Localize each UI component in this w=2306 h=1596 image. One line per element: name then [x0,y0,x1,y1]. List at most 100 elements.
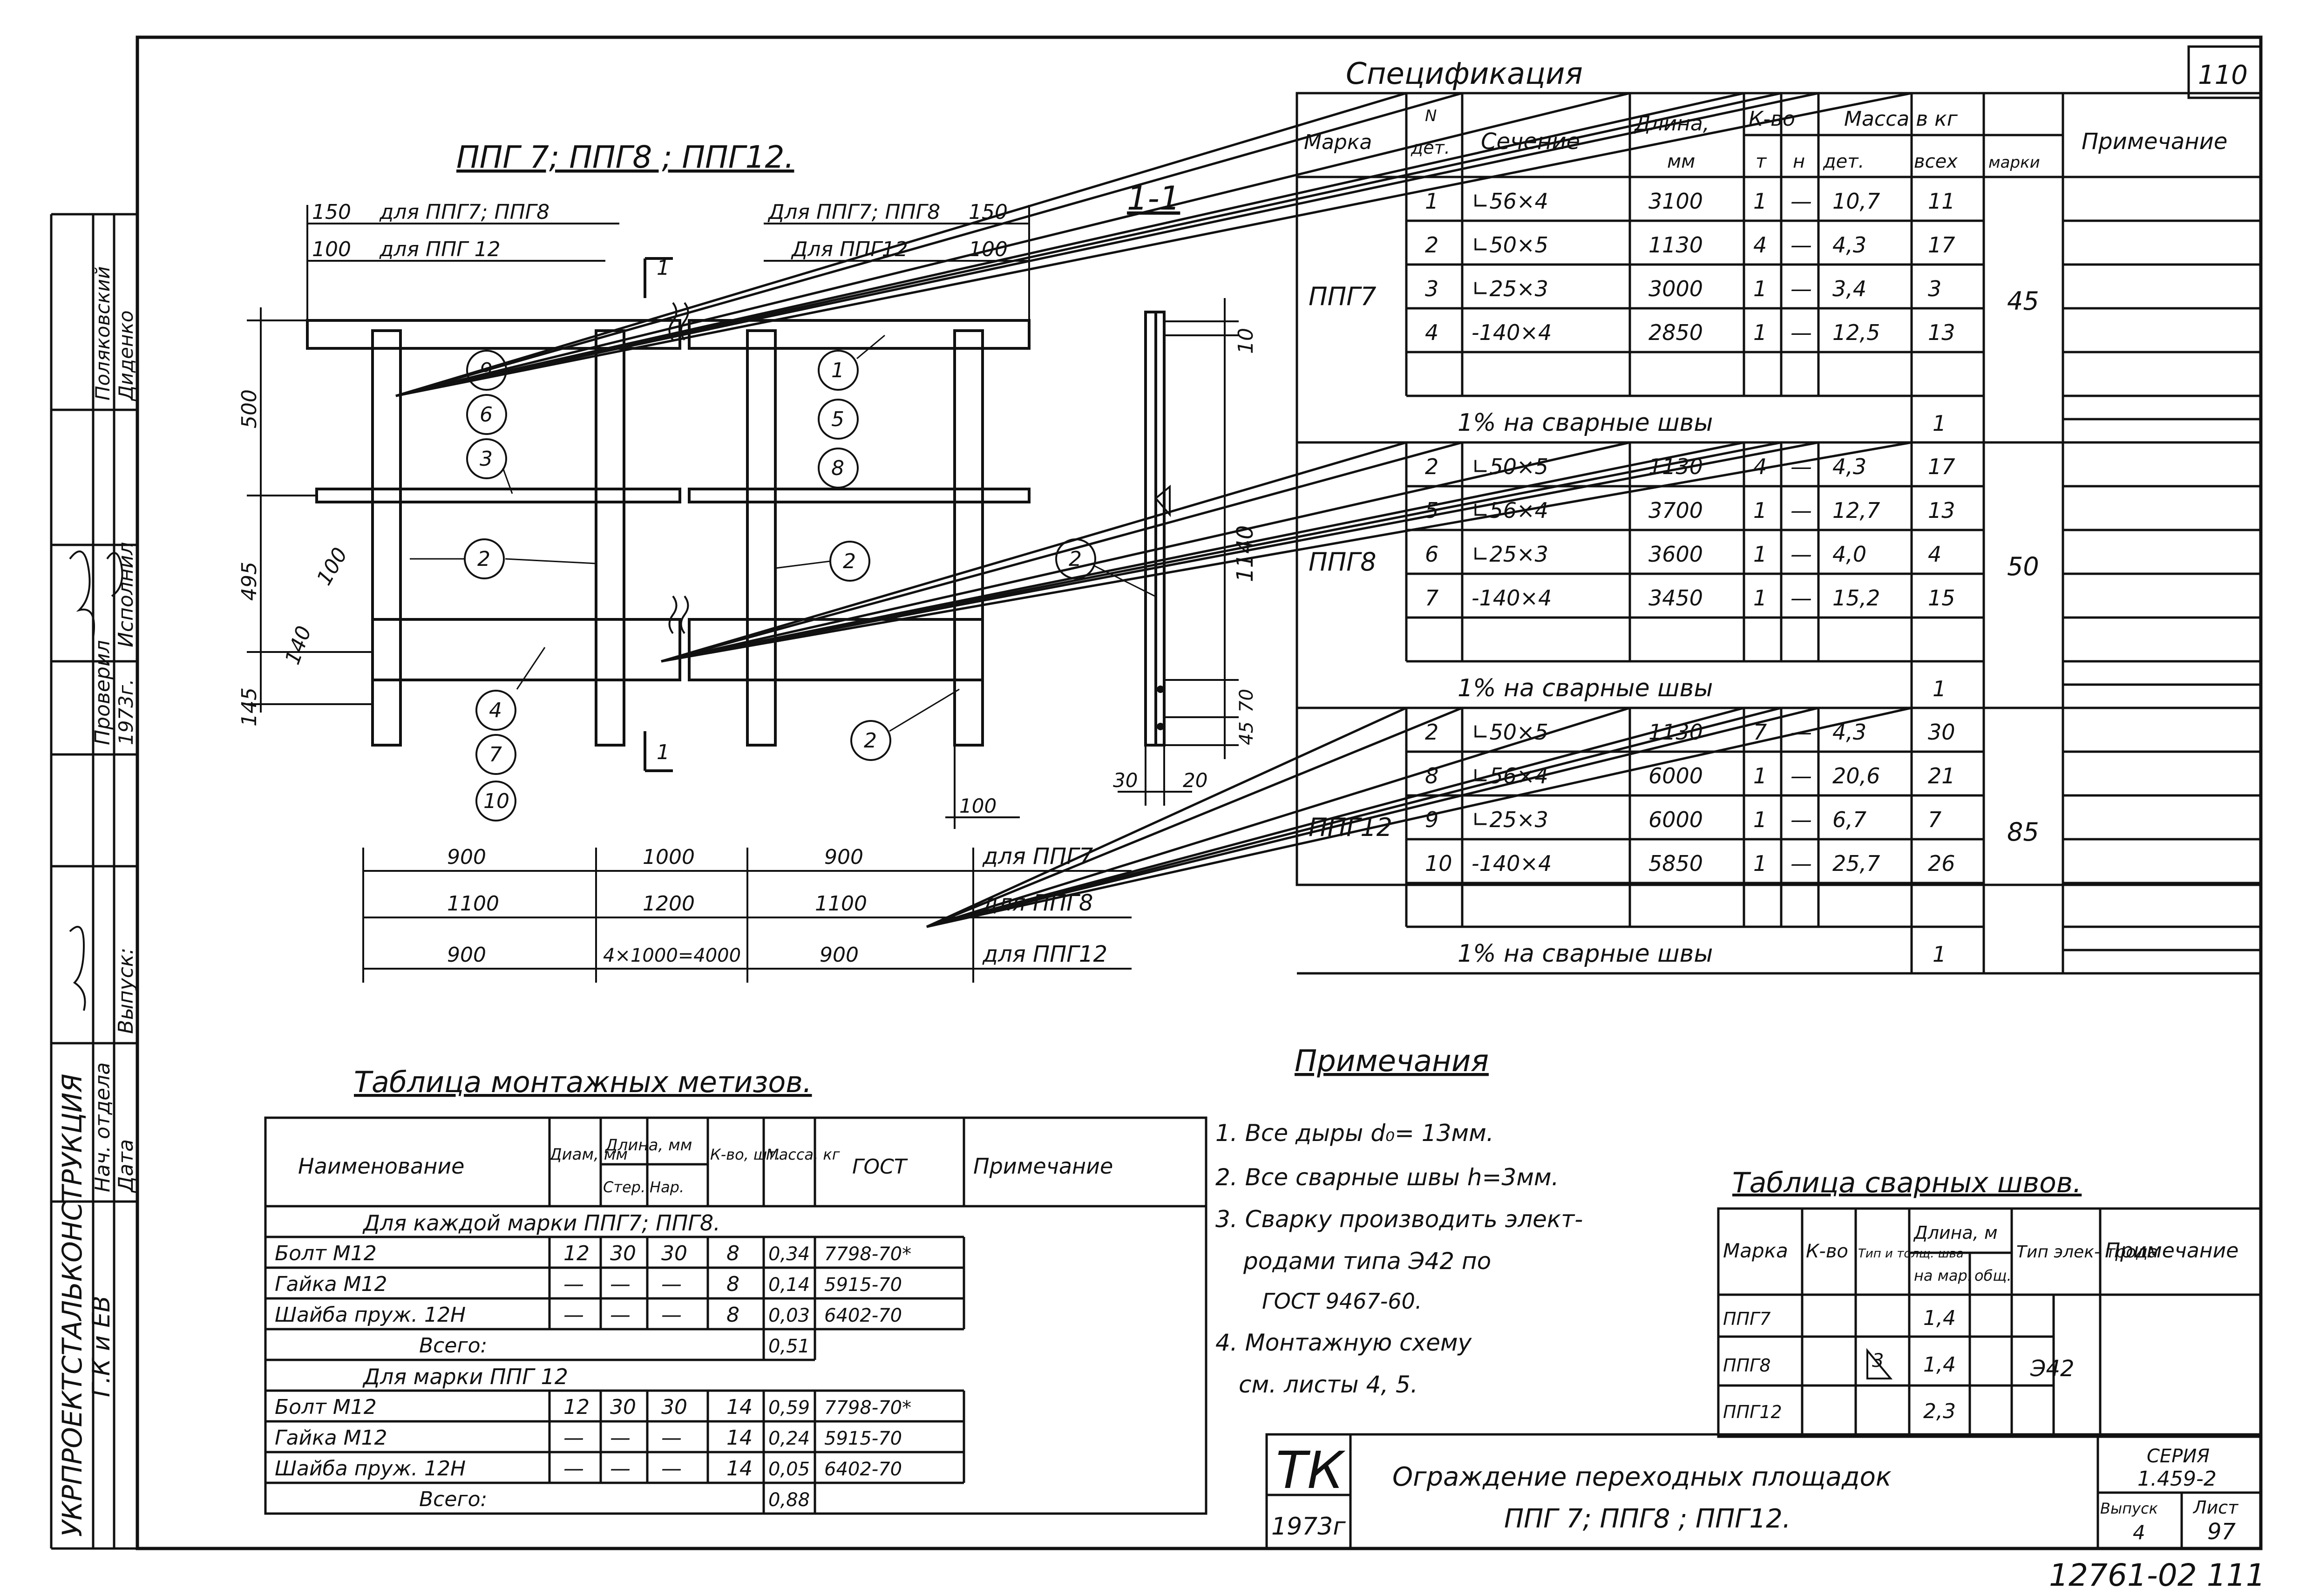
hw-row-1-0-st: 30 [610,1395,636,1419]
spec-row-1-1-all: 13 [1928,498,1955,523]
weld-table: Таблица сварных швов. Марка К-во Тип и т… [1717,1167,2262,1438]
hw-row-0-2-st: — [610,1303,631,1327]
vdim-140: 140 [280,623,316,667]
specification-table: Спецификация МаркаNдет.СечениеДлина,ммК-… [395,57,2262,975]
hw-row-1-2-qty: 14 [726,1457,753,1481]
spec-row-0-3-n: 4 [1425,320,1438,345]
spec-mark-1: ППГ8 [1309,547,1377,577]
hdim-ppg8-1: 1100 [447,892,499,916]
side-role-made: Исполнил [114,542,138,647]
callout-8: 8 [831,456,844,480]
sheet-number: 110 [2198,60,2248,90]
spec-row-0-1-t: 4 [1753,232,1767,258]
weld-h-type: Тип и толщ. шва [1858,1247,1964,1261]
spec-row-2-0-h: — [1791,720,1812,745]
spec-row-2-2-section: ∟25×3 [1472,807,1548,832]
spec-row-2-1-t: 1 [1753,763,1767,788]
side-role-checked: Проверил [91,640,115,745]
callout-6: 6 [480,403,493,427]
spec-h-mass-all: всех [1914,151,1958,172]
spec-h-mark: Марка [1304,130,1372,154]
side-dept: Г.К и ЕВ [88,1296,115,1397]
spec-mass-mark-0: 45 [2007,286,2039,316]
hw-section-title-0: Для каждой марки ППГ7; ППГ8. [362,1210,720,1236]
weld-row-len-3: 2,3 [1923,1399,1956,1423]
spec-weld-2: 1% на сварные швы [1458,940,1713,968]
weld-h-qty: К-во [1806,1241,1848,1262]
weld-title: Таблица сварных швов. [1732,1167,2082,1199]
spec-row-0-3-all: 13 [1928,320,1955,345]
spec-h-mass: Масса в кг [1844,107,1958,131]
spec-row-1-1-det: 12,7 [1832,498,1880,523]
spec-row-2-2-n: 9 [1425,807,1438,832]
side-year: 1973г. [115,679,137,745]
hdim-ppg12-1: 900 [447,943,486,967]
spec-row-1-0-n: 2 [1425,454,1438,479]
spec-row-1-0-section: ∟50×5 [1472,454,1548,479]
side-role-head: Нач. отдела [91,1062,115,1192]
spec-weld-val-2: 1 [1933,942,1946,967]
spec-row-1-3-n: 7 [1425,585,1438,611]
spec-row-2-1-det: 20,6 [1832,763,1880,788]
tb-series: 1.459-2 [2137,1467,2217,1491]
hw-row-1-2-mass: 0,05 [768,1459,810,1480]
spec-row-2-1-h: — [1791,763,1812,788]
spec-row-2-3-det: 25,7 [1832,851,1880,876]
bottom-number: 12761-02 111 [2049,1557,2265,1593]
hw-row-1-2-diam: — [563,1457,584,1481]
top-right-text-1: Для ППГ7; ППГ8 [767,200,940,224]
tb-logo: ТК [1276,1440,1346,1500]
hw-row-1-0-qty: 14 [726,1395,753,1419]
spec-row-1-1-length: 3700 [1648,498,1703,523]
hw-row-0-2-name: Шайба пруж. 12Н [275,1303,466,1327]
spec-row-1-2-t: 1 [1753,542,1767,567]
spec-row-1-3-t: 1 [1753,585,1767,611]
spec-row-1-0-det: 4,3 [1832,454,1866,479]
spec-row-0-0-t: 1 [1753,189,1767,214]
spec-h-qty: К-во [1749,107,1795,131]
main-view: ППГ 7; ППГ8 ; ППГ12. 1 1 [237,139,1132,983]
spec-row-0-3-length: 2850 [1648,320,1703,345]
spec-row-1-3-h: — [1791,585,1812,611]
spec-row-0-1-length: 1130 [1648,232,1703,258]
hw-row-0-0-name: Болт М12 [275,1242,377,1265]
hdim-ppg8-2: 1200 [643,892,695,916]
hw-row-1-1-name: Гайка М12 [275,1426,387,1450]
weld-h-length-sub1: на мар. [1914,1267,1972,1284]
spec-row-1-2-det: 4,0 [1832,542,1866,567]
spec-h-note: Примечание [2082,129,2227,155]
spec-row-0-0-length: 3100 [1648,189,1703,214]
spec-row-2-0-section: ∟50×5 [1472,720,1548,745]
spec-row-2-3-h: — [1791,851,1812,876]
spec-h-n: N [1425,107,1437,125]
main-view-title: ППГ 7; ППГ8 ; ППГ12. [456,139,794,175]
spec-title: Спецификация [1346,57,1583,91]
spec-row-0-3-det: 12,5 [1832,320,1880,345]
spec-weld-0: 1% на сварные швы [1458,409,1713,437]
hw-row-1-2-gost: 6402-70 [824,1459,902,1480]
hw-row-1-1-nar: — [661,1426,682,1450]
spec-row-0-2-n: 3 [1425,276,1438,301]
weld-h-note: Примечание [2105,1239,2238,1263]
spec-row-1-0-t: 4 [1753,454,1767,479]
weld-fillet-symbol [1866,1348,1893,1379]
hw-row-0-1-qty: 8 [726,1272,739,1296]
weld-h-mark: Марка [1723,1239,1788,1262]
hw-row-1-2-nar: — [661,1457,682,1481]
weld-type-value: 3 [1872,1350,1884,1372]
top-left-text-1: для ППГ7; ППГ8 [379,200,549,224]
callout-2-bottom: 2 [864,729,877,753]
spec-row-1-3-section: -140×4 [1472,585,1552,611]
hw-h-name: Наименование [298,1154,464,1179]
hw-row-1-2-st: — [610,1457,631,1481]
hdim-ppg12-3: 900 [820,943,859,967]
weld-row-len-1: 1,4 [1923,1306,1956,1330]
spec-h-length-unit: мм [1667,151,1695,172]
hw-row-0-2-mass: 0,03 [768,1305,810,1326]
spec-row-0-0-h: — [1791,189,1812,214]
spec-row-0-1-n: 2 [1425,232,1438,258]
spec-row-0-2-length: 3000 [1648,276,1703,301]
tb-sheet: 97 [2207,1519,2236,1545]
